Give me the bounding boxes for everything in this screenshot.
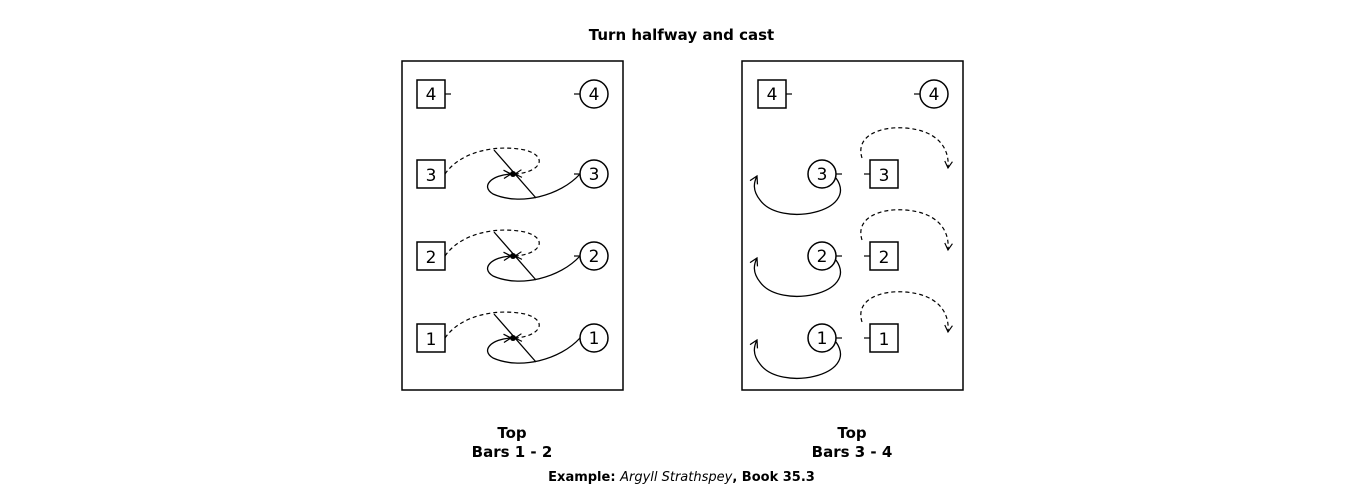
couple-4-right: 4 4 [757, 79, 949, 109]
man-3-label-right: 3 [879, 166, 890, 186]
caption-bars-label: Bars 3 - 4 [811, 443, 893, 461]
set-panel-bars-1-2: 4 4 3 3 2 2 [401, 60, 624, 391]
cast-path-woman-2 [749, 256, 841, 297]
man-1-label-right: 1 [879, 330, 890, 350]
cast-path-man-3 [860, 127, 953, 170]
example-prefix: Example: [548, 470, 616, 485]
man-1-label: 1 [426, 330, 437, 350]
caption-bars-label: Bars 1 - 2 [471, 443, 553, 461]
woman-1-label-right: 1 [817, 329, 828, 349]
turn-path-man-2 [444, 229, 540, 260]
couple-4-left: 4 4 [416, 79, 609, 109]
turn-path-man-1 [444, 311, 540, 342]
caption-bars-1-2: Top Bars 1 - 2 [412, 424, 612, 462]
man-2-label-right: 2 [879, 248, 890, 268]
woman-3-label: 3 [589, 165, 600, 185]
man-4-label-right: 4 [767, 85, 778, 105]
cast-path-woman-3 [749, 174, 841, 215]
couple-3-right: 3 3 [749, 127, 953, 215]
example-dance-name: Argyll Strathspey [620, 470, 733, 485]
woman-2-label: 2 [589, 247, 600, 267]
cast-path-man-1 [860, 291, 953, 334]
man-2-label: 2 [426, 248, 437, 268]
couple-1-left: 1 1 [416, 311, 609, 364]
woman-1-label: 1 [589, 329, 600, 349]
diagram-title: Turn halfway and cast [588, 26, 775, 44]
cast-path-man-2 [860, 209, 953, 252]
woman-4-label-right: 4 [929, 85, 940, 105]
example-reference: Example: Argyll Strathspey, Book 35.3 [0, 470, 1363, 485]
caption-top-label: Top [497, 424, 527, 442]
caption-top-label: Top [837, 424, 867, 442]
set-panel-bars-3-4: 4 4 3 3 2 2 [741, 60, 964, 391]
man-3-label: 3 [426, 166, 437, 186]
couple-1-right: 1 1 [749, 291, 953, 379]
woman-2-label-right: 2 [817, 247, 828, 267]
couple-2-right: 2 2 [749, 209, 953, 297]
couple-2-left: 2 2 [416, 229, 609, 282]
turn-path-woman-2 [487, 251, 581, 282]
turn-path-woman-1 [487, 333, 581, 364]
caption-bars-3-4: Top Bars 3 - 4 [752, 424, 952, 462]
couple-3-left: 3 3 [416, 147, 609, 200]
woman-3-label-right: 3 [817, 165, 828, 185]
turn-path-man-3 [444, 147, 540, 178]
man-4-label: 4 [426, 85, 437, 105]
woman-4-label: 4 [589, 85, 600, 105]
example-book: , Book 35.3 [732, 470, 815, 485]
cast-path-woman-1 [749, 338, 841, 379]
turn-path-woman-3 [487, 169, 581, 200]
